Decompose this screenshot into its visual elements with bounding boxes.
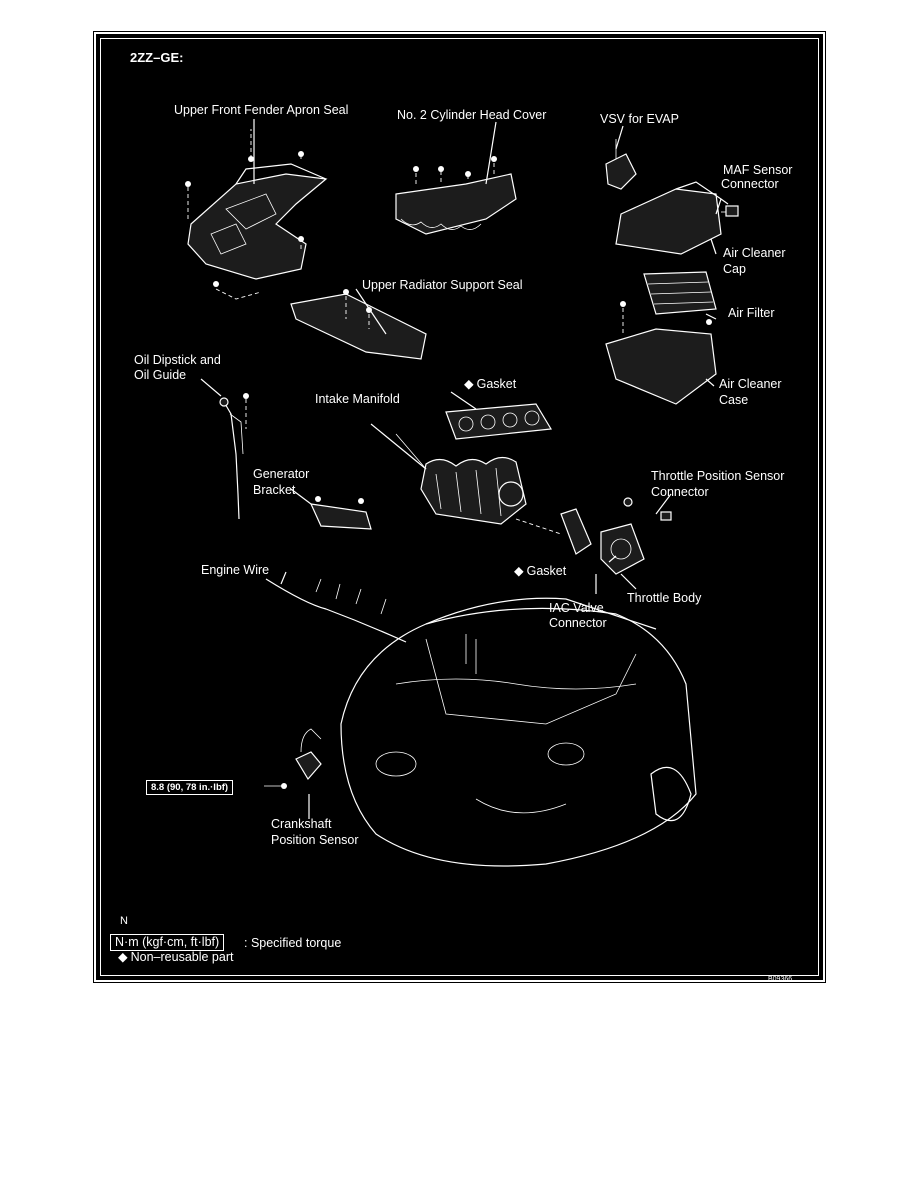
vsv-drawing <box>605 139 637 190</box>
leader-lines <box>200 119 729 819</box>
engine-wire-drawing <box>265 578 407 643</box>
legend-torque-unit-box: N·m (kgf·cm, ft·lbf) <box>110 934 225 951</box>
label-crankshaft-sensor-line1: Crankshaft <box>271 817 332 831</box>
legend-non-reusable: Non–reusable part <box>118 950 234 965</box>
label-maf-sensor-line1: MAF Sensor <box>723 163 793 177</box>
label-oil-dipstick-line2: Oil Guide <box>134 368 187 382</box>
throttle-body-drawing <box>515 497 672 575</box>
label-air-cleaner-cap-line2: Cap <box>723 262 746 276</box>
label-engine-wire: Engine Wire <box>201 563 270 577</box>
crankshaft-sensor-drawing <box>264 728 322 789</box>
air-filter-drawing <box>643 271 717 315</box>
component-illustration <box>185 119 739 867</box>
figure-id: B09366 <box>768 976 793 983</box>
label-gasket-lower: Gasket <box>514 564 567 579</box>
label-iac-valve-line2: Connector <box>549 616 607 630</box>
exploded-view-diagram: 2ZZ–GE: Upper Front Fender Apron Seal No… <box>93 31 826 983</box>
generator-bracket-drawing <box>309 496 372 530</box>
vehicle-drawing <box>340 597 697 867</box>
label-iac-valve-line1: IAC Valve <box>549 601 604 615</box>
label-oil-dipstick-line1: Oil Dipstick and <box>134 353 221 367</box>
label-gasket-top: Gasket <box>464 377 517 392</box>
label-maf-sensor-line2: Connector <box>721 177 779 191</box>
radiator-seal-drawing <box>290 289 427 360</box>
label-generator-bracket-line2: Bracket <box>253 483 296 497</box>
oil-dipstick-drawing <box>219 393 249 520</box>
head-cover-drawing <box>395 156 517 235</box>
label-no2-cylinder-head-cover: No. 2 Cylinder Head Cover <box>397 108 547 122</box>
air-cleaner-cap-drawing <box>615 181 739 255</box>
label-vsv-for-evap: VSV for EVAP <box>600 112 679 126</box>
label-air-filter: Air Filter <box>728 306 775 320</box>
label-throttle-position-sensor-line1: Throttle Position Sensor <box>651 469 785 483</box>
label-upper-radiator-support-seal: Upper Radiator Support Seal <box>362 278 523 292</box>
air-cleaner-case-drawing <box>605 301 717 405</box>
label-upper-front-fender-apron-seal: Upper Front Fender Apron Seal <box>174 103 349 117</box>
torque-spec-crankshaft: 8.8 (90, 78 in.·lbf) <box>146 780 234 795</box>
intake-manifold-drawing <box>395 403 552 525</box>
label-air-cleaner-case-line1: Air Cleaner <box>719 377 782 391</box>
fender-apron-seal-drawing <box>185 129 328 300</box>
label-crankshaft-sensor-line2: Position Sensor <box>271 833 359 847</box>
label-throttle-body: Throttle Body <box>627 591 702 605</box>
label-air-cleaner-case-line2: Case <box>719 393 749 407</box>
engine-code-title: 2ZZ–GE: <box>130 50 184 65</box>
legend-torque-text: : Specified torque <box>244 936 342 950</box>
label-intake-manifold: Intake Manifold <box>315 392 400 406</box>
corner-letter: N <box>120 915 128 927</box>
label-generator-bracket-line1: Generator <box>253 467 310 481</box>
label-throttle-position-sensor-line2: Connector <box>651 485 709 499</box>
label-air-cleaner-cap-line1: Air Cleaner <box>723 246 786 260</box>
